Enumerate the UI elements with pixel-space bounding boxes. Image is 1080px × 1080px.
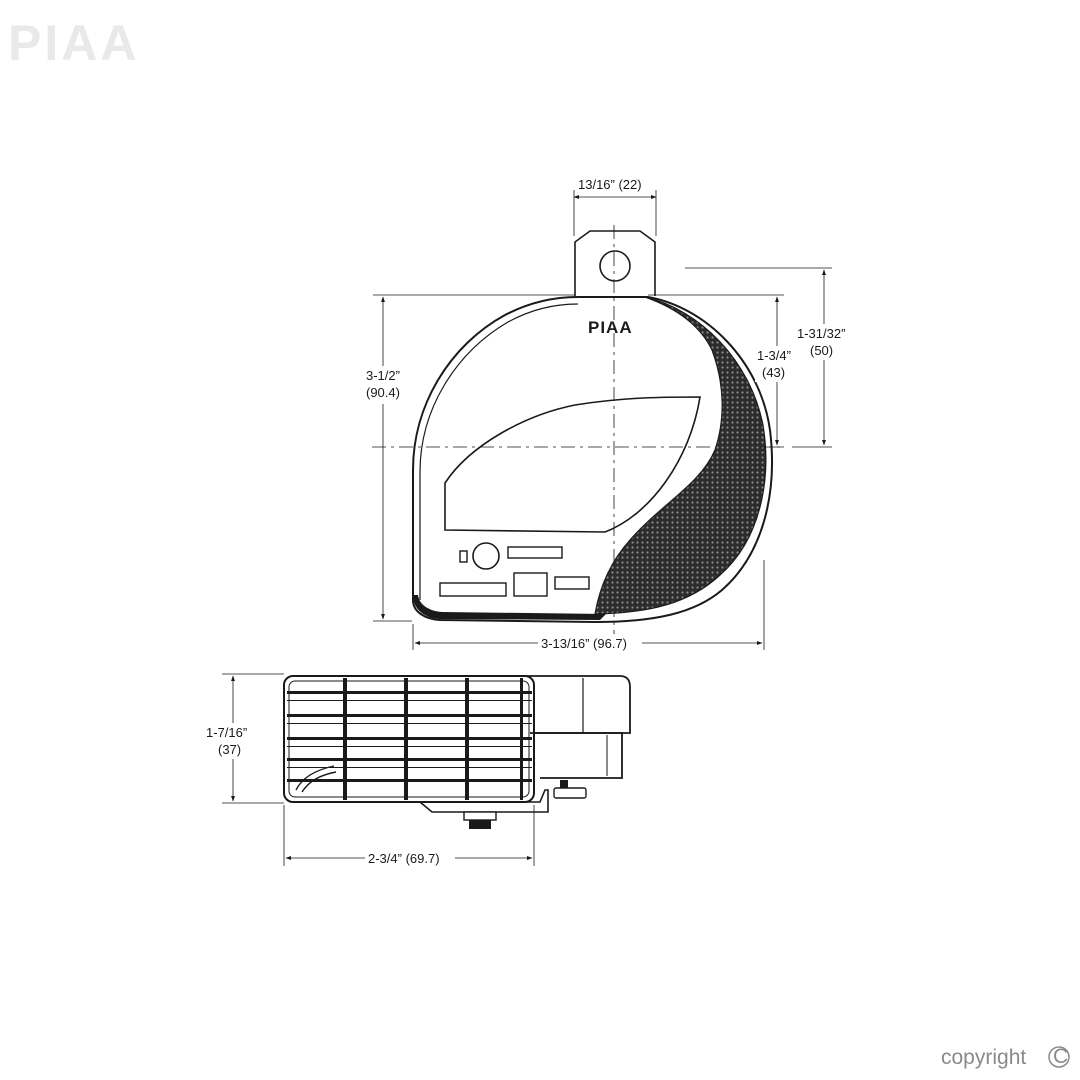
grille-edge-curve-2 [301,771,337,793]
depth-mm-label: (37) [218,742,241,757]
piaa-watermark-logo: PIAA [8,15,139,71]
grille-ribs [343,678,523,800]
indicator-light [459,550,468,563]
label-plate-upper [507,546,563,559]
bracket-height-inch-label: 1-31/32” [797,326,845,341]
front-view: PIAA 13/16” (22) 3-1/2” (90.4) 1-3/4” (4… [364,177,854,652]
mounting-plate [417,789,549,813]
copyright-circle [1048,1046,1070,1068]
bolt-nut-bottom [469,820,491,829]
overall-height-mm-label: (90.4) [366,385,400,400]
body-inner-rim [419,303,579,600]
lower-housing [535,732,623,779]
speaker-grille [594,296,767,615]
front-window-panel [444,396,701,533]
label-plate-left [439,582,507,597]
bolt-head-side [553,787,587,799]
grille-edge-curve [295,765,335,791]
copyright-notice: copyright C [941,1045,1070,1069]
bolt-stem-side [560,780,568,788]
bracket-width-label: 13/16” (22) [578,177,642,192]
body-base-shadow [413,595,606,620]
overall-height-inch-label: 3-1/2” [366,368,400,383]
overall-width-label: 3-13/16” (96.7) [541,636,627,651]
bolt-head-bottom [463,811,497,821]
bracket-hole [599,250,631,282]
label-plate-right [554,576,590,590]
round-knob [472,542,500,570]
grille-slats [287,691,532,782]
label-plate-center [513,572,548,597]
side-view: 1-7/16” (37) 2-3/4” (69.7) [203,673,631,867]
copyright-symbol: C [1053,1045,1068,1068]
mounting-bracket [574,230,656,296]
copyright-text: copyright [941,1046,1026,1069]
rear-housing [520,675,631,734]
depth-inch-label: 1-7/16” [206,725,247,740]
horn-body-outline [412,296,773,624]
upper-height-mm-label: (43) [762,365,785,380]
piaa-housing-logo: PIAA [588,318,633,337]
grille-body [283,675,535,803]
side-width-label: 2-3/4” (69.7) [368,851,440,866]
upper-height-inch-label: 1-3/4” [757,348,791,363]
bracket-height-mm-label: (50) [810,343,833,358]
